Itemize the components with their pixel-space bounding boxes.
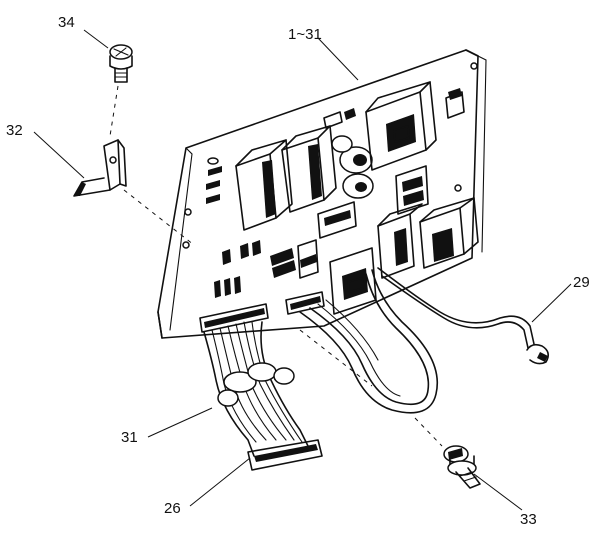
ribbon-harness-part-31 [203, 321, 323, 471]
callout-29: 29 [573, 274, 590, 291]
leader-lines [33, 29, 572, 511]
loop-harness-part-26 [299, 269, 438, 414]
bracket-part-32 [73, 139, 127, 197]
control-board-assembly-1-31 [157, 49, 487, 339]
assembly-lines [109, 85, 443, 447]
callout-34: 34 [58, 14, 75, 31]
wire-part-29 [377, 267, 550, 365]
callout-26: 26 [164, 500, 181, 517]
callout-33: 33 [520, 511, 537, 528]
callout-31: 31 [121, 429, 138, 446]
screw-part-33 [443, 445, 481, 489]
screw-part-34 [109, 44, 133, 83]
callout-1-31: 1~31 [288, 26, 322, 43]
callout-32: 32 [6, 122, 23, 139]
